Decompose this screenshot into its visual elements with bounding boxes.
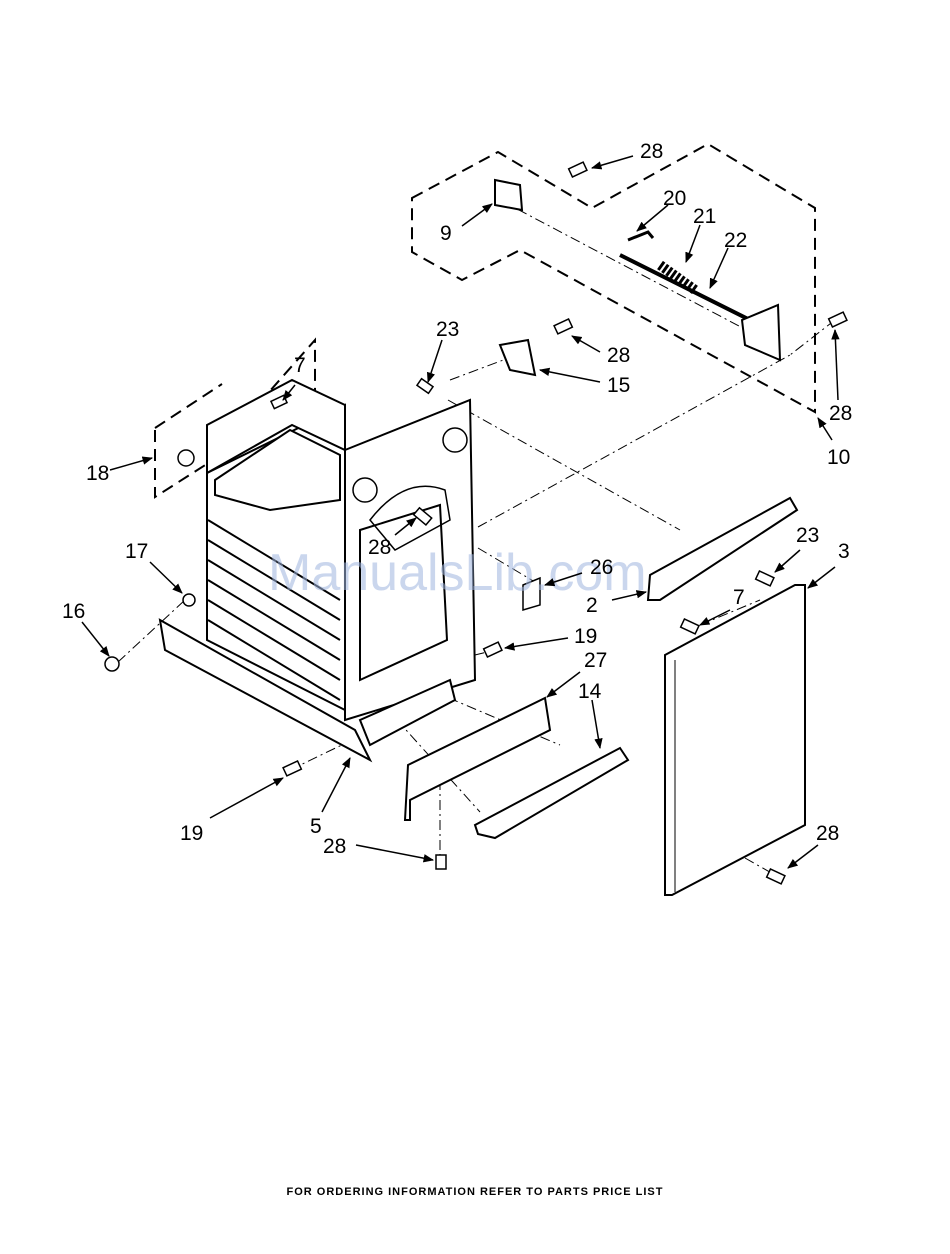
drawer-handle bbox=[475, 748, 628, 838]
hinge-top-bracket bbox=[495, 180, 522, 210]
callout-17: 17 bbox=[125, 540, 148, 563]
callout-28: 28 bbox=[368, 536, 391, 559]
callout-15: 15 bbox=[607, 374, 630, 397]
callout-23: 23 bbox=[796, 524, 819, 547]
screw-icon bbox=[417, 379, 433, 394]
callout-3: 3 bbox=[838, 540, 850, 563]
callout-16: 16 bbox=[62, 600, 85, 623]
callout-9: 9 bbox=[440, 222, 452, 245]
screw-icon bbox=[756, 571, 774, 586]
callout-28: 28 bbox=[816, 822, 839, 845]
callout-2: 2 bbox=[586, 594, 598, 617]
footer-note: FOR ORDERING INFORMATION REFER TO PARTS … bbox=[0, 1186, 950, 1198]
callout-22: 22 bbox=[724, 229, 747, 252]
front-panel bbox=[665, 585, 805, 895]
callout-18: 18 bbox=[86, 462, 109, 485]
callout-5: 5 bbox=[310, 815, 322, 838]
nut-icon bbox=[183, 594, 195, 606]
callout-19: 19 bbox=[180, 822, 203, 845]
screw-icon bbox=[283, 761, 301, 776]
callout-28: 28 bbox=[640, 140, 663, 163]
screw-icon bbox=[829, 312, 847, 327]
callout-19: 19 bbox=[574, 625, 597, 648]
screw-icon bbox=[767, 869, 785, 884]
hinge-lever bbox=[628, 232, 653, 240]
callout-7: 7 bbox=[294, 354, 306, 377]
callout-7: 7 bbox=[733, 586, 745, 609]
hinge-bracket bbox=[742, 305, 780, 360]
bolt-head-icon bbox=[105, 657, 119, 671]
callout-20: 20 bbox=[663, 187, 686, 210]
callout-28: 28 bbox=[829, 402, 852, 425]
callout-21: 21 bbox=[693, 205, 716, 228]
latch-bracket bbox=[500, 340, 535, 375]
callout-26: 26 bbox=[590, 556, 613, 579]
callout-10: 10 bbox=[827, 446, 850, 469]
callout-28: 28 bbox=[607, 344, 630, 367]
screw-icon bbox=[681, 619, 699, 634]
callout-28: 28 bbox=[323, 835, 346, 858]
top-trim bbox=[648, 498, 797, 600]
callout-27: 27 bbox=[584, 649, 607, 672]
screw-icon bbox=[436, 855, 446, 869]
callout-23: 23 bbox=[436, 318, 459, 341]
screw-icon bbox=[484, 642, 502, 657]
knob-icon bbox=[178, 450, 194, 466]
screw-icon bbox=[569, 162, 587, 177]
callout-14: 14 bbox=[578, 680, 602, 703]
screw-icon bbox=[554, 319, 572, 334]
